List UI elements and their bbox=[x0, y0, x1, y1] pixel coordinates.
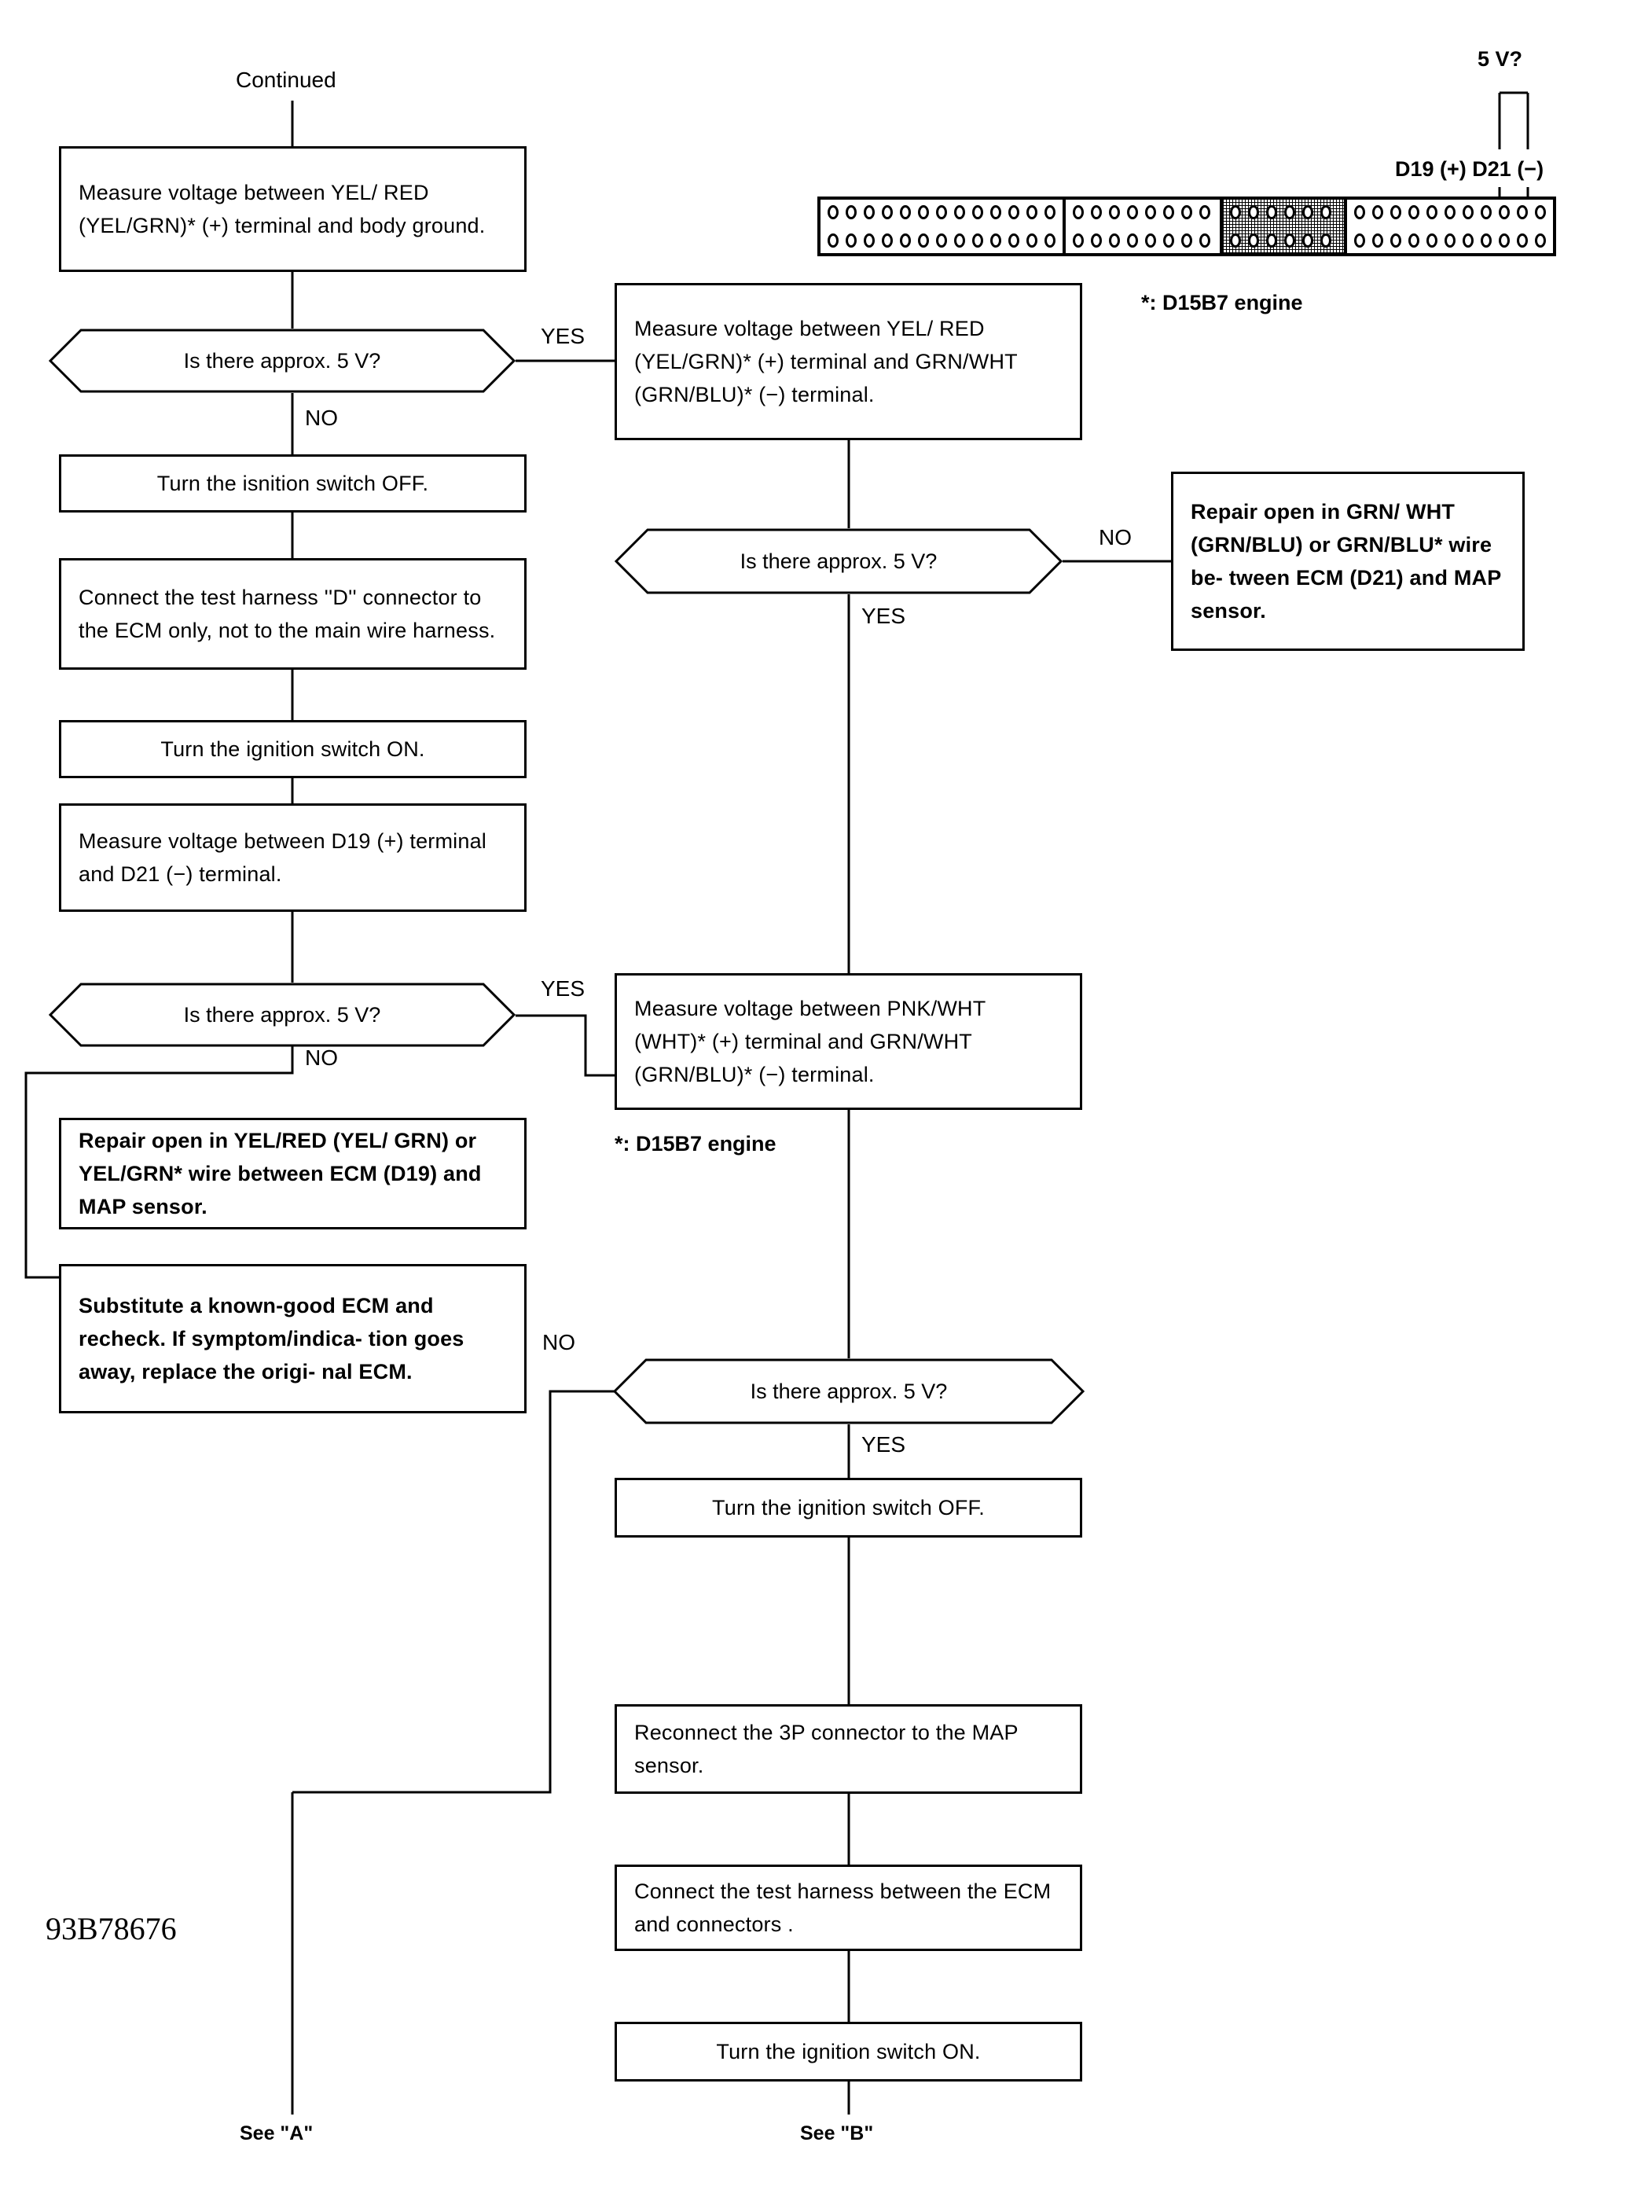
result-text: Substitute a known-good ECM and recheck.… bbox=[79, 1294, 464, 1383]
figure-number: 93B78676 bbox=[46, 1911, 177, 1946]
result-repair-yel-red-wire: Repair open in YEL/RED (YEL/ GRN) or YEL… bbox=[59, 1118, 527, 1229]
pin-row bbox=[1073, 205, 1213, 219]
branch-label-no-3: NO bbox=[1099, 525, 1132, 549]
connector-segment-2 bbox=[1066, 200, 1224, 253]
pin-row bbox=[1354, 205, 1546, 219]
pin-row bbox=[1230, 205, 1337, 219]
step-ignition-switch-off-2: Turn the ignition switch OFF. bbox=[615, 1478, 1082, 1538]
decision-5v-3: Is there approx. 5 V? bbox=[614, 528, 1063, 594]
exit-connector-b: See "B" bbox=[800, 2122, 874, 2144]
decision-text: Is there approx. 5 V? bbox=[183, 348, 381, 373]
decision-5v-2: Is there approx. 5 V? bbox=[48, 983, 516, 1047]
footnote-d15b7-top: *: D15B7 engine bbox=[1141, 291, 1303, 314]
step-text: Turn the isnition switch OFF. bbox=[156, 472, 429, 495]
step-connect-harness-ecm-connectors: Connect the test harness between the ECM… bbox=[615, 1865, 1082, 1951]
step-text: Reconnect the 3P connector to the MAP se… bbox=[634, 1721, 1019, 1777]
branch-label-yes-1: YES bbox=[541, 324, 586, 348]
branch-label-yes-3: YES bbox=[861, 604, 906, 628]
step-text: Measure voltage between YEL/ RED (YEL/GR… bbox=[79, 181, 486, 237]
footnote-d15b7-mid: *: D15B7 engine bbox=[615, 1132, 776, 1156]
connector-segment-3-shaded bbox=[1223, 200, 1347, 253]
pin-row bbox=[828, 233, 1055, 248]
step-text: Measure voltage between D19 (+) terminal… bbox=[79, 829, 487, 886]
step-measure-yel-red-body-ground: Measure voltage between YEL/ RED (YEL/GR… bbox=[59, 146, 527, 272]
step-text: Connect the test harness between the ECM… bbox=[634, 1879, 1052, 1936]
step-measure-pnk-wht: Measure voltage between PNK/WHT (WHT)* (… bbox=[615, 973, 1082, 1110]
decision-text: Is there approx. 5 V? bbox=[183, 1002, 381, 1027]
step-text: Measure voltage between PNK/WHT (WHT)* (… bbox=[634, 997, 986, 1086]
pin-row bbox=[1073, 233, 1213, 248]
decision-5v-1: Is there approx. 5 V? bbox=[48, 329, 516, 393]
decision-5v-4: Is there approx. 5 V? bbox=[612, 1358, 1085, 1424]
step-ignition-switch-on-1: Turn the ignition switch ON. bbox=[59, 720, 527, 778]
pin-row bbox=[828, 205, 1055, 219]
branch-label-no-4: NO bbox=[542, 1330, 575, 1354]
step-ignition-switch-on-2: Turn the ignition switch ON. bbox=[615, 2022, 1082, 2082]
step-text: Measure voltage between YEL/ RED (YEL/GR… bbox=[634, 317, 1018, 406]
step-reconnect-3p-connector: Reconnect the 3P connector to the MAP se… bbox=[615, 1704, 1082, 1794]
probe-voltage-label: 5 V? bbox=[1478, 47, 1523, 71]
step-measure-yel-red-grn-wht: Measure voltage between YEL/ RED (YEL/GR… bbox=[615, 283, 1082, 440]
branch-label-no-2: NO bbox=[305, 1045, 338, 1070]
step-text: Connect the test harness ''D'' connector… bbox=[79, 586, 496, 642]
branch-label-yes-4: YES bbox=[861, 1432, 906, 1457]
result-substitute-ecm: Substitute a known-good ECM and recheck.… bbox=[59, 1264, 527, 1413]
step-text: Turn the ignition switch ON. bbox=[160, 737, 425, 761]
step-ignition-switch-off-1: Turn the isnition switch OFF. bbox=[59, 454, 527, 513]
result-text: Repair open in GRN/ WHT (GRN/BLU) or GRN… bbox=[1191, 500, 1501, 623]
decision-text: Is there approx. 5 V? bbox=[750, 1379, 948, 1403]
connector-segment-1 bbox=[820, 200, 1066, 253]
terminal-pins-label: D19 (+) D21 (−) bbox=[1395, 157, 1544, 181]
step-text: Turn the ignition switch ON. bbox=[716, 2040, 981, 2063]
result-text: Repair open in YEL/RED (YEL/ GRN) or YEL… bbox=[79, 1129, 482, 1218]
pin-row bbox=[1354, 233, 1546, 248]
branch-label-no-1: NO bbox=[305, 406, 338, 430]
branch-label-yes-2: YES bbox=[541, 976, 586, 1001]
pin-row bbox=[1230, 233, 1337, 248]
decision-text: Is there approx. 5 V? bbox=[740, 549, 938, 573]
step-connect-test-harness-d: Connect the test harness ''D'' connector… bbox=[59, 558, 527, 670]
ecm-connector-diagram bbox=[817, 197, 1556, 256]
continued-label: Continued bbox=[236, 68, 336, 92]
step-measure-d19-d21: Measure voltage between D19 (+) terminal… bbox=[59, 803, 527, 912]
exit-connector-a: See "A" bbox=[240, 2122, 314, 2144]
step-text: Turn the ignition switch OFF. bbox=[712, 1496, 985, 1519]
result-repair-grn-wht-wire: Repair open in GRN/ WHT (GRN/BLU) or GRN… bbox=[1171, 472, 1525, 651]
connector-segment-4 bbox=[1347, 200, 1553, 253]
